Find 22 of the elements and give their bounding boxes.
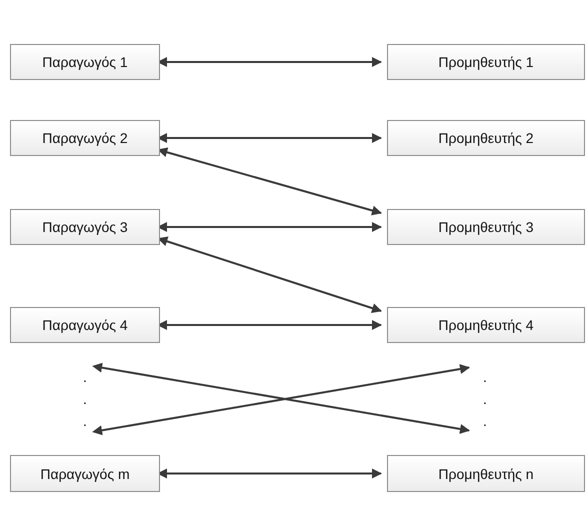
entity-box <box>387 455 585 492</box>
entity-box <box>387 120 585 156</box>
entity-box <box>387 307 585 343</box>
entity-box <box>10 44 160 80</box>
node-label: Προμηθευτής 3 <box>438 219 534 235</box>
node-label: Παραγωγός 4 <box>42 317 128 333</box>
ellipsis-text: . . . <box>82 368 88 431</box>
ellipsis-text: . . . <box>482 368 488 431</box>
entity-box <box>10 455 160 492</box>
entity-box <box>387 44 585 80</box>
node-label: Προμηθευτής 4 <box>438 317 534 333</box>
node-label: Παραγωγός 2 <box>42 130 128 146</box>
entity-box <box>10 209 160 245</box>
node-label: Παραγωγός m <box>40 466 130 482</box>
entity-box <box>10 307 160 343</box>
node-label: Προμηθευτής n <box>438 466 534 482</box>
node-label: Παραγωγός 3 <box>42 219 128 235</box>
node-label: Προμηθευτής 2 <box>438 130 534 146</box>
node-label: Παραγωγός 1 <box>42 54 128 70</box>
entity-box <box>387 209 585 245</box>
entity-box <box>10 120 160 156</box>
node-label: Προμηθευτής 1 <box>438 54 534 70</box>
